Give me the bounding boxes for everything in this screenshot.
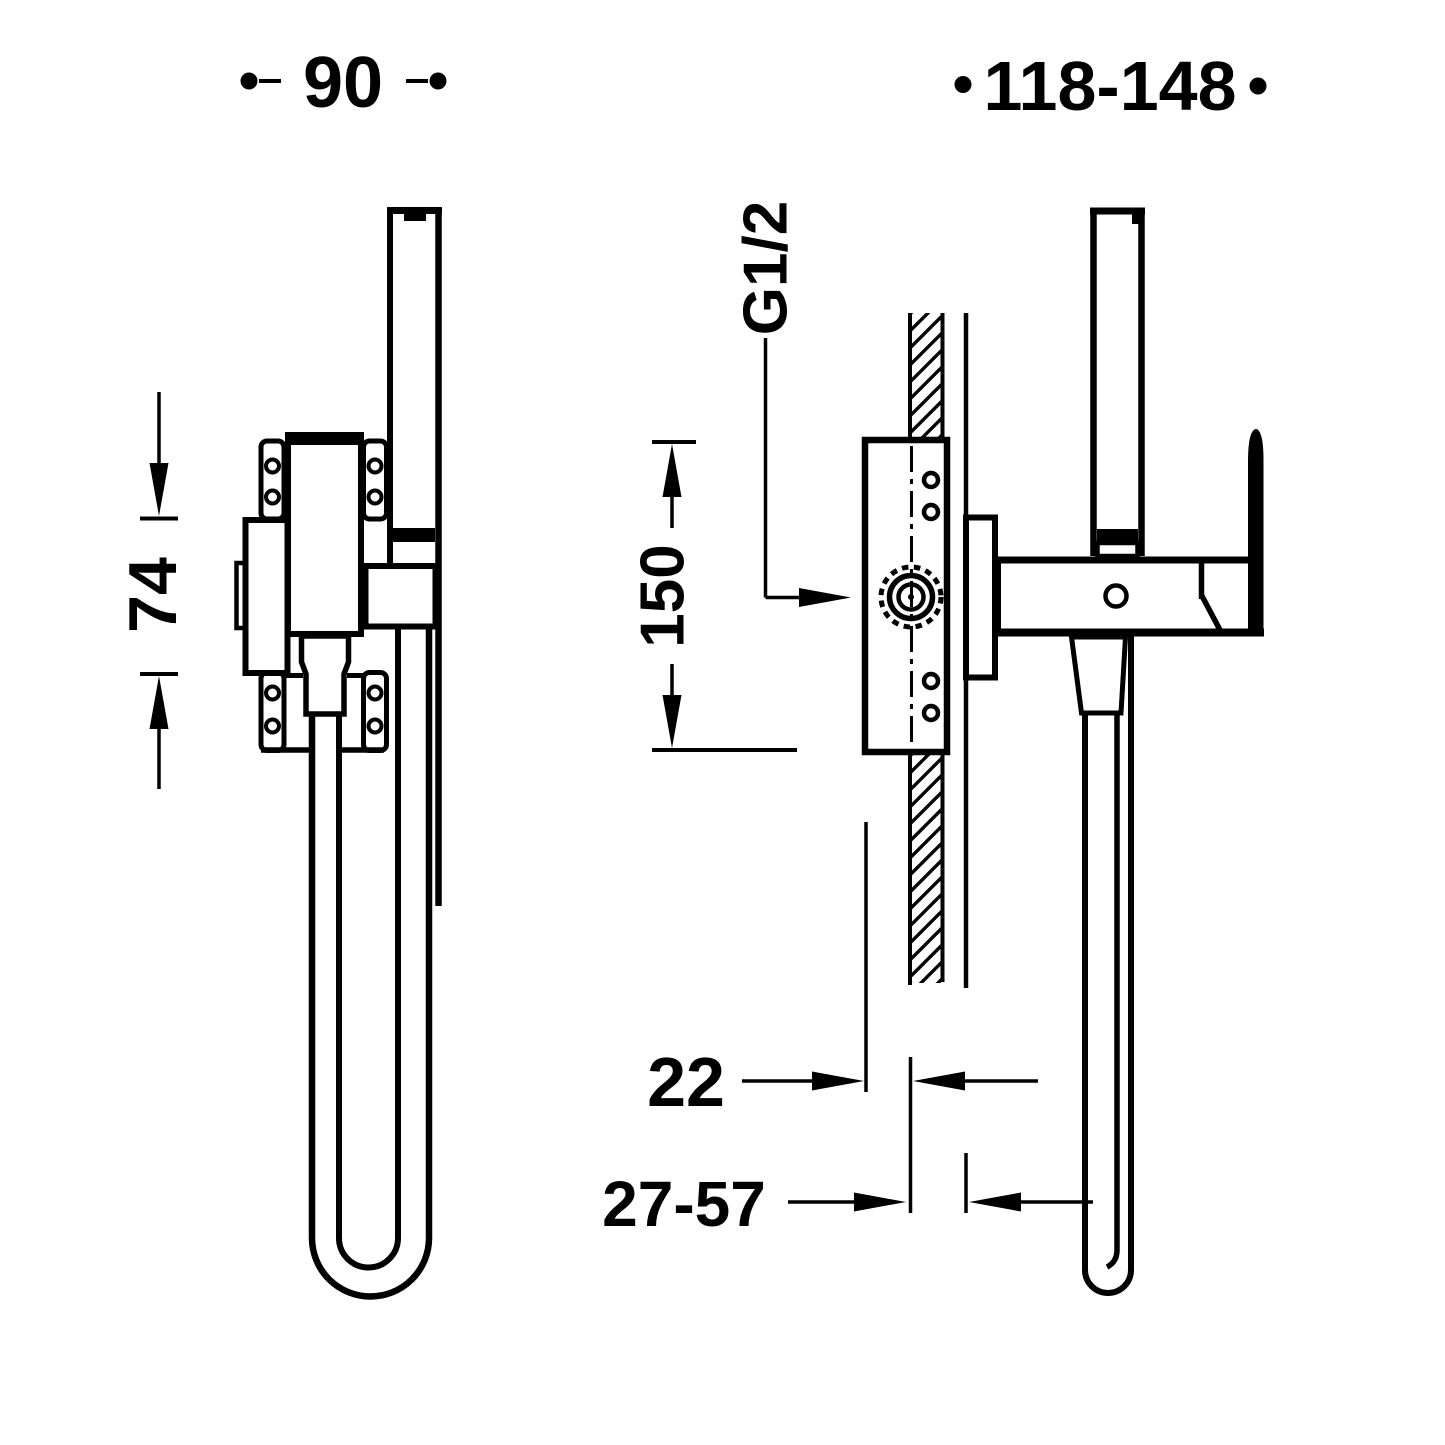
dimension-width: 90 — [240, 43, 447, 123]
wall-hatching — [910, 313, 943, 441]
arrowhead — [812, 1071, 864, 1091]
arrowhead — [913, 1071, 965, 1091]
dimension-dot — [240, 72, 258, 90]
arrowhead — [969, 1192, 1021, 1212]
holder-collar — [1095, 540, 1140, 559]
screw-hole — [921, 470, 941, 490]
arrowhead — [854, 1192, 906, 1212]
thread-connection — [878, 564, 944, 630]
screw-hole — [366, 457, 384, 475]
dimension-dot — [429, 72, 447, 90]
escutcheon-plate — [963, 514, 998, 681]
column-end-band — [1097, 529, 1138, 543]
spray-nozzle-mark — [1132, 212, 1142, 224]
dim-wall-thickness-label: 27-57 — [602, 1168, 766, 1240]
wall-bracket-front — [258, 438, 389, 753]
spray-nozzle-mark — [404, 211, 426, 221]
screw-hole — [366, 717, 384, 735]
front-view: 90 — [115, 43, 447, 1300]
screw-hole — [264, 717, 281, 735]
arrowhead — [662, 695, 682, 748]
screw-hole — [264, 457, 281, 475]
handshower-column — [387, 207, 442, 906]
shower-hose-front — [308, 628, 433, 1300]
dim-projection-label: 118-148 — [983, 47, 1236, 125]
dimension-dot — [954, 76, 972, 93]
mounting-clip — [361, 670, 389, 753]
valve-side-block — [242, 517, 291, 676]
dimension-plate-height: 150 — [629, 440, 797, 752]
lever-handle — [1248, 429, 1264, 636]
side-view: 118-148 G1/2 — [602, 47, 1267, 1296]
dim-body-height-label: 74 — [115, 557, 191, 633]
holder-elbow — [362, 563, 439, 630]
mounting-clip — [361, 438, 389, 522]
arrowhead — [149, 463, 169, 516]
mixer-body-front — [285, 432, 364, 637]
mounting-clip — [258, 670, 287, 753]
screw-hole — [921, 703, 941, 723]
outlet-neck — [298, 633, 352, 717]
column-end-band — [393, 528, 435, 542]
dimension-min-depth: 22 — [647, 1043, 1038, 1121]
set-screw-hole — [1103, 583, 1129, 609]
mounting-clip — [258, 438, 287, 522]
concealed-plate — [861, 436, 951, 756]
extension-lines — [864, 822, 968, 1213]
handshower-column-side — [1090, 207, 1145, 559]
screw-hole — [264, 488, 281, 506]
wall-hatching — [910, 751, 943, 983]
screw-hole — [366, 684, 384, 702]
shower-hose-side — [1068, 634, 1134, 1296]
dim-width-label: 90 — [303, 43, 383, 123]
joint-mark — [1199, 594, 1223, 632]
arrowhead — [662, 444, 682, 497]
thread-label: G1/2 — [732, 201, 801, 335]
hose-nut — [1068, 634, 1129, 716]
thread-callout: G1/2 — [732, 201, 851, 607]
dimension-body-height: 74 — [115, 392, 191, 789]
screw-hole — [921, 502, 941, 522]
dim-min-depth-label: 22 — [647, 1043, 725, 1121]
dimension-dot — [1249, 77, 1267, 95]
dim-plate-height-label: 150 — [629, 544, 698, 647]
arrowhead — [149, 676, 169, 729]
screw-hole — [921, 671, 941, 691]
dimension-wall-thickness: 27-57 — [602, 1168, 1093, 1240]
mixer-body-side — [995, 556, 1264, 637]
screw-hole — [366, 488, 384, 506]
dimension-projection: 118-148 — [954, 47, 1267, 125]
arrowhead — [799, 588, 851, 607]
screw-hole — [264, 684, 281, 702]
